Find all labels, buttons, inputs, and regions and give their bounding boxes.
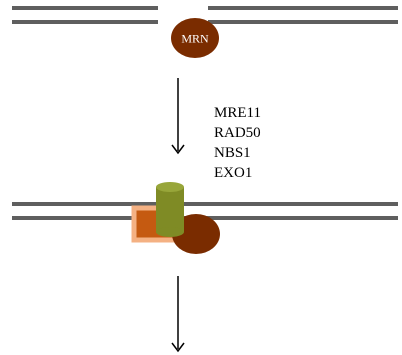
arrow-head-1	[171, 144, 185, 155]
rad50-cylinder	[156, 182, 184, 237]
component-rad50: RAD50	[214, 125, 261, 141]
dna-panel-top: MRN	[12, 6, 398, 58]
mrn-complex	[171, 18, 219, 58]
component-nbs1: NBS1	[214, 145, 251, 161]
component-mre11: MRE11	[214, 105, 261, 121]
cylinder-body	[156, 187, 184, 232]
mrn-label: MRN	[181, 32, 209, 46]
dna-panel-middle	[12, 182, 398, 254]
component-list: MRE11 RAD50 NBS1 EXO1	[214, 105, 261, 181]
arrow-down-2	[171, 276, 185, 353]
arrow-down-1	[171, 78, 185, 155]
arrow-head-2	[171, 342, 185, 353]
component-exo1: EXO1	[214, 165, 252, 181]
cylinder-top	[156, 182, 184, 192]
cylinder-bottom	[156, 227, 184, 237]
